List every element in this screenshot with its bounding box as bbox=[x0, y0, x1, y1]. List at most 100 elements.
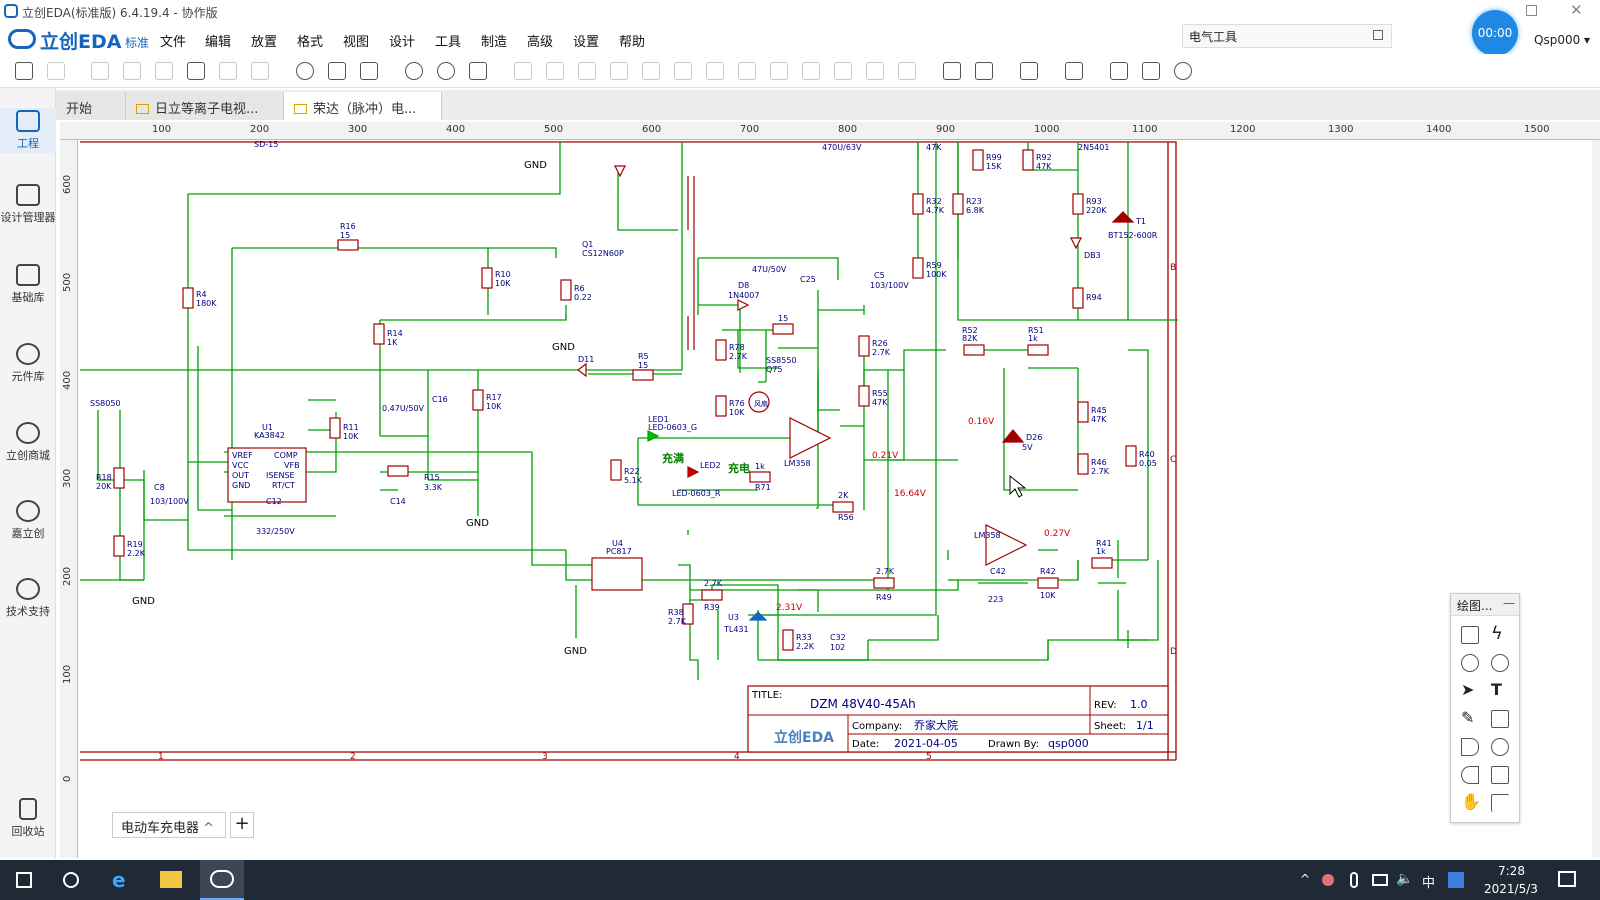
menu-tools[interactable]: 工具 bbox=[435, 35, 462, 50]
polygon-icon[interactable] bbox=[1461, 738, 1479, 756]
resistor-r11[interactable] bbox=[329, 417, 341, 439]
menu-view[interactable]: 视图 bbox=[343, 35, 370, 50]
fit-view-icon[interactable] bbox=[469, 62, 487, 80]
resistor-r32[interactable] bbox=[912, 193, 924, 215]
pencil-icon[interactable]: ✎ bbox=[1461, 708, 1475, 727]
notification-icon[interactable] bbox=[1558, 871, 1576, 887]
resistor-r23[interactable] bbox=[952, 193, 964, 215]
lightning-icon[interactable]: ϟ bbox=[1491, 623, 1503, 644]
zener-d26[interactable] bbox=[1001, 429, 1025, 443]
ime-mode-icon[interactable] bbox=[1448, 872, 1464, 888]
schematic-drawing[interactable]: R16 15 R4 180K R10 10K R6 0.22 R14 1K R1… bbox=[78, 140, 1590, 858]
rectangle-icon[interactable] bbox=[1491, 710, 1509, 728]
share-icon[interactable] bbox=[1174, 62, 1192, 80]
volume-icon[interactable]: 🔈 bbox=[1396, 871, 1414, 887]
undo-icon[interactable] bbox=[91, 62, 109, 80]
microphone-icon[interactable] bbox=[1350, 872, 1358, 888]
resistor-r19[interactable] bbox=[113, 535, 125, 557]
sidebar-item-support[interactable]: 技术支持 bbox=[0, 578, 56, 619]
duplicate-icon[interactable] bbox=[187, 62, 205, 80]
image-tool-icon[interactable] bbox=[1491, 766, 1509, 784]
align-middle-icon[interactable] bbox=[802, 62, 820, 80]
distribute-icon[interactable] bbox=[834, 62, 852, 80]
rotate-right-icon[interactable] bbox=[546, 62, 564, 80]
opamp-lm358b[interactable] bbox=[985, 524, 1028, 566]
layers-icon[interactable] bbox=[1142, 62, 1160, 80]
schematic-canvas[interactable]: R16 15 R4 180K R10 10K R6 0.22 R14 1K R1… bbox=[78, 140, 1590, 858]
menu-advanced[interactable]: 高级 bbox=[527, 35, 554, 50]
pin-icon[interactable] bbox=[1020, 62, 1038, 80]
resistor-r52[interactable] bbox=[963, 344, 985, 356]
resistor-r18[interactable] bbox=[113, 467, 125, 489]
resistor-r41[interactable] bbox=[1091, 557, 1113, 569]
diode-d11[interactable] bbox=[577, 362, 587, 378]
sidebar-item-design-manager[interactable]: 设计管理器 bbox=[0, 184, 56, 225]
save-icon[interactable] bbox=[47, 62, 65, 80]
arc-icon[interactable] bbox=[1491, 654, 1509, 672]
sidebar-item-lcsc[interactable]: 立创商城 bbox=[0, 422, 56, 463]
find-replace-icon[interactable] bbox=[328, 62, 346, 80]
resistor-r55[interactable] bbox=[858, 385, 870, 407]
hand-icon[interactable]: ✋ bbox=[1461, 792, 1481, 811]
resistor-r33[interactable] bbox=[782, 629, 794, 651]
resistor-r49[interactable] bbox=[873, 577, 895, 589]
image-icon[interactable] bbox=[943, 62, 961, 80]
resistor-r71[interactable] bbox=[749, 471, 771, 483]
delete-icon[interactable] bbox=[251, 62, 269, 80]
resistor-r78[interactable] bbox=[715, 339, 727, 361]
resistor-r4[interactable] bbox=[182, 287, 194, 309]
cut-icon[interactable] bbox=[219, 62, 237, 80]
tray-chevron-icon[interactable]: ^ bbox=[1300, 872, 1311, 886]
vertical-scrollbar[interactable] bbox=[1592, 140, 1600, 858]
menu-fabrication[interactable]: 制造 bbox=[481, 35, 508, 50]
diac-db3[interactable] bbox=[1070, 237, 1082, 250]
ime-indicator[interactable]: 中 bbox=[1422, 876, 1436, 891]
clock-time[interactable]: 7:28 bbox=[1498, 864, 1525, 878]
menu-help[interactable]: 帮助 bbox=[619, 35, 646, 50]
resistor-r59[interactable] bbox=[912, 257, 924, 279]
dimension-icon[interactable] bbox=[1491, 794, 1509, 812]
electrical-tools-box[interactable]: 电气工具 bbox=[1182, 24, 1392, 48]
tray-app-icon[interactable] bbox=[1322, 874, 1334, 886]
sidebar-item-project[interactable]: 工程 bbox=[0, 108, 56, 153]
tab-hitachi[interactable]: 日立等离子电视... bbox=[126, 92, 284, 120]
align-left-icon[interactable] bbox=[642, 62, 660, 80]
lceda-taskbar-icon[interactable] bbox=[200, 860, 244, 900]
resistor-r7[interactable] bbox=[772, 323, 794, 335]
ic-u4[interactable] bbox=[591, 557, 643, 591]
led2-red[interactable] bbox=[687, 466, 700, 478]
resistor-r38[interactable] bbox=[682, 603, 694, 625]
ic-u1[interactable] bbox=[227, 447, 307, 503]
align-bottom-icon[interactable] bbox=[738, 62, 756, 80]
export-icon[interactable] bbox=[1110, 62, 1128, 80]
mirror-icon[interactable] bbox=[610, 62, 628, 80]
bom-icon[interactable] bbox=[1065, 62, 1083, 80]
minimize-icon[interactable]: — bbox=[1503, 596, 1515, 610]
thyristor-t1[interactable] bbox=[1111, 211, 1135, 223]
resistor-r10[interactable] bbox=[481, 267, 493, 289]
redo-icon[interactable] bbox=[123, 62, 141, 80]
align-top-icon[interactable] bbox=[706, 62, 724, 80]
led1-green[interactable] bbox=[647, 430, 660, 442]
bezier-icon[interactable] bbox=[1461, 654, 1479, 672]
sidebar-item-jlc[interactable]: 嘉立创 bbox=[0, 500, 56, 541]
sheet-tab-current[interactable]: 电动车充电器 ^ bbox=[112, 812, 226, 838]
cortana-icon[interactable] bbox=[63, 872, 79, 888]
text-tool-icon[interactable]: T bbox=[1491, 680, 1502, 699]
distribute-v-icon[interactable] bbox=[866, 62, 884, 80]
windows-start-icon[interactable] bbox=[16, 872, 32, 888]
resistor-r14[interactable] bbox=[373, 323, 385, 345]
text-icon[interactable] bbox=[360, 62, 378, 80]
close-icon[interactable]: ✕ bbox=[1570, 1, 1583, 19]
diode-top[interactable] bbox=[614, 165, 626, 178]
resistor-r51[interactable] bbox=[1027, 344, 1049, 356]
menu-file[interactable]: 文件 bbox=[160, 35, 187, 50]
circle-icon[interactable] bbox=[1491, 738, 1509, 756]
resistor-r76[interactable] bbox=[715, 395, 727, 417]
resistor-r99[interactable] bbox=[972, 149, 984, 171]
search-icon[interactable] bbox=[296, 62, 314, 80]
sidebar-item-trash[interactable]: 回收站 bbox=[0, 798, 56, 839]
rotate-left-icon[interactable] bbox=[514, 62, 532, 80]
resistor-r92[interactable] bbox=[1022, 149, 1034, 171]
align-center-icon[interactable] bbox=[770, 62, 788, 80]
